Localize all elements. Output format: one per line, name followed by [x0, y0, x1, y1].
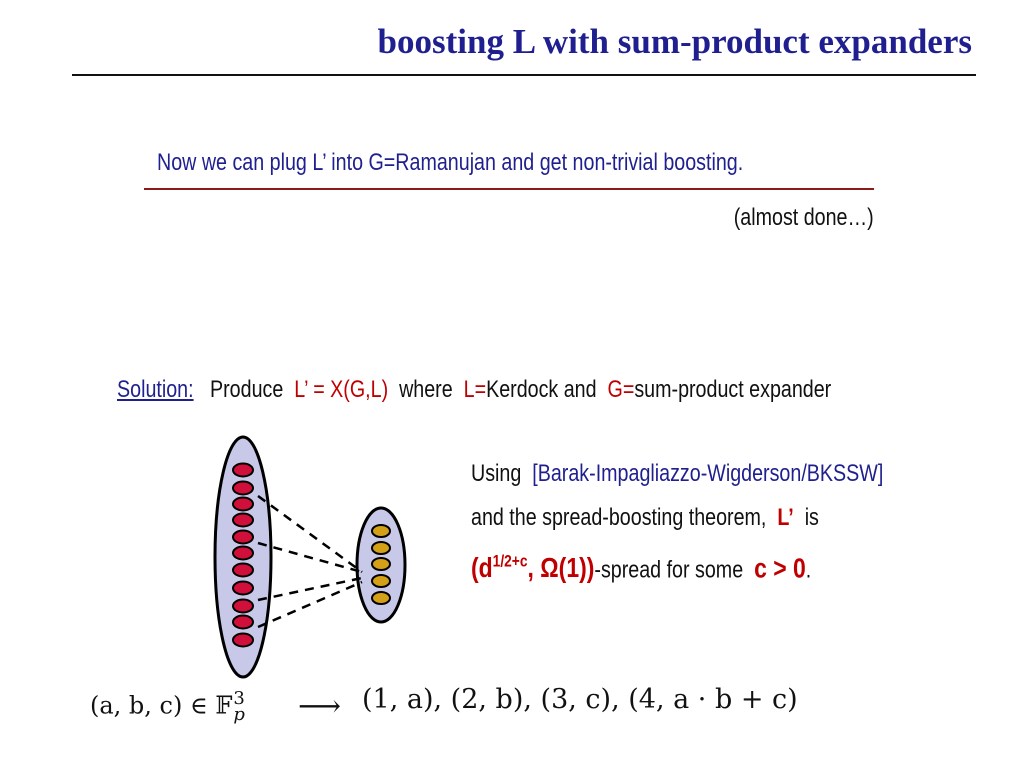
left-nodes	[232, 462, 254, 648]
theorem-line-2: and the spread-boosting theorem, L’ is	[471, 496, 883, 540]
right-node	[371, 557, 391, 571]
spread-rest: -spread for some	[594, 556, 744, 584]
solution-l-prime: L’ = X(G,L)	[294, 376, 389, 403]
edges	[257, 494, 363, 629]
solution-expander: sum-product expander	[634, 376, 832, 403]
left-node	[232, 545, 254, 561]
solution-g-eq: G=	[607, 376, 635, 403]
math-arrow: ⟶	[298, 689, 342, 724]
spread-omega: , Ω(1))	[527, 552, 595, 584]
theorem-line-3: (d1/2+c, Ω(1))-spread for some c > 0.	[471, 540, 883, 592]
math-left-expr: (a, b, c) ∈ 𝔽	[90, 691, 233, 720]
solution-line: Solution: Produce L’ = X(G,L) where L=Ke…	[117, 376, 831, 404]
solution-where: where	[399, 376, 453, 403]
using-word: Using	[471, 460, 522, 487]
left-node	[232, 614, 254, 630]
left-node	[232, 562, 254, 578]
solution-produce: Produce	[210, 376, 284, 403]
right-node	[371, 524, 391, 538]
theorem-line-1: Using [Barak-Impagliazzo-Wigderson/BKSSW…	[471, 452, 883, 496]
line2-text: and the spread-boosting theorem,	[471, 504, 767, 531]
left-node	[232, 496, 254, 512]
right-node	[371, 541, 391, 555]
solution-label: Solution:	[117, 376, 194, 403]
edge	[257, 576, 363, 602]
left-node	[232, 462, 254, 478]
spread-params: (d1/2+c, Ω(1))	[471, 552, 594, 583]
left-node	[232, 598, 254, 614]
edge	[257, 580, 363, 629]
spread-d: (d	[471, 552, 493, 584]
left-node	[232, 529, 254, 545]
left-node	[232, 632, 254, 648]
solution-l-eq: L=	[463, 376, 487, 403]
math-left-sup: 3	[233, 688, 245, 709]
citation: [Barak-Impagliazzo-Wigderson/BKSSW]	[532, 460, 884, 487]
slide-title: boosting L with sum-product expanders	[377, 22, 972, 61]
right-node	[371, 574, 391, 588]
edge	[257, 494, 363, 574]
almost-done-note: (almost done…)	[733, 204, 874, 231]
line2-l-prime: L’	[777, 504, 794, 531]
edge	[257, 541, 363, 574]
math-left-sub: p	[233, 704, 245, 726]
left-node	[232, 480, 254, 496]
left-node	[232, 580, 254, 596]
solution-kerdock: Kerdock and	[486, 376, 597, 403]
headline-text: Now we can plug L’ into G=Ramanujan and …	[157, 149, 744, 176]
math-right-expr: (1, a), (2, b), (3, c), (4, a · b + c)	[362, 684, 798, 715]
spread-c: c > 0	[754, 552, 806, 584]
period: .	[805, 556, 812, 584]
line2-is: is	[804, 504, 819, 531]
theorem-text: Using [Barak-Impagliazzo-Wigderson/BKSSW…	[471, 452, 883, 592]
title-divider	[72, 74, 976, 76]
left-node	[232, 512, 254, 528]
right-node	[371, 591, 391, 605]
right-nodes	[371, 524, 391, 605]
spread-exponent: 1/2+c	[492, 552, 528, 571]
headline-underline	[144, 188, 874, 190]
